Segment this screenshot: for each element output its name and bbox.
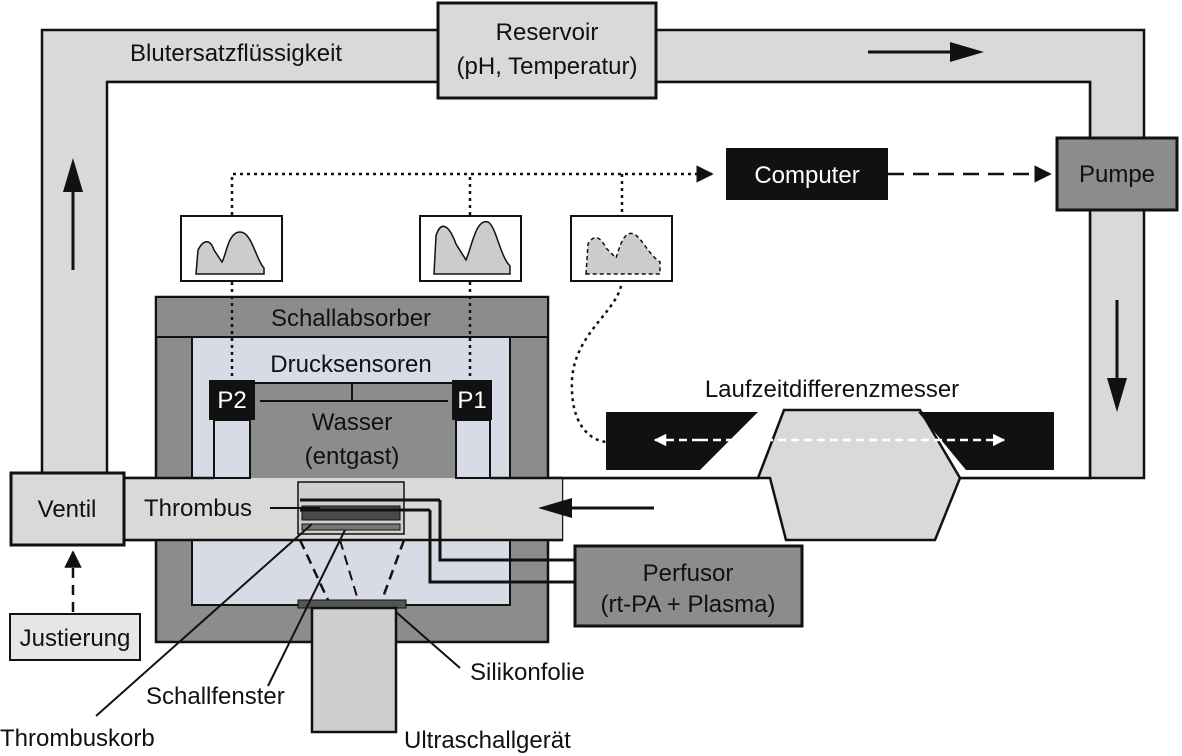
pump-box	[1055, 136, 1179, 212]
adjustment-label: Justierung	[20, 625, 131, 652]
signal-p1-waveform	[419, 215, 522, 282]
flow-arrow-top	[868, 42, 984, 62]
transit-time-label: Laufzeitdifferenzmesser	[705, 376, 959, 403]
ultrasound-device	[310, 606, 398, 734]
flow-waveform-icon	[585, 232, 661, 275]
reservoir-label-2: (pH, Temperatur)	[457, 53, 638, 80]
signal-flow-waveform	[570, 215, 673, 282]
water-label-1: Wasser	[312, 409, 392, 436]
silicone-foil-pointer	[395, 611, 461, 669]
flow-arrow-right	[1107, 300, 1127, 412]
valve-box	[9, 471, 126, 547]
flow-arrow-bottom	[538, 498, 654, 518]
sensor-p1	[452, 380, 492, 420]
thrombus-basket-label: Thrombuskorb	[0, 725, 155, 752]
sensor-p1-label: P1	[457, 387, 486, 414]
absorber-label: Schallabsorber	[271, 305, 431, 332]
pressure-sensors-label: Drucksensoren	[270, 351, 431, 378]
silicone-foil-label: Silikonfolie	[470, 659, 585, 686]
perfusor-label-2: (rt-PA + Plasma)	[601, 591, 776, 618]
sensor-p2-label: P2	[217, 387, 246, 414]
fluid-label: Blutersatzflüssigkeit	[130, 40, 342, 67]
absorber-top-band	[155, 296, 549, 338]
perfusor-label-1: Perfusor	[643, 560, 734, 587]
sound-window-label: Schallfenster	[146, 683, 285, 710]
thrombus-label: Thrombus	[144, 495, 252, 522]
reservoir-box	[436, 1, 658, 100]
adjustment-box	[9, 613, 141, 661]
thrombus-basket-pointer	[95, 523, 313, 717]
water-label-2: (entgast)	[305, 443, 400, 470]
sensor-p2	[209, 380, 255, 420]
computer-box	[726, 148, 888, 200]
valve-label: Ventil	[38, 496, 97, 523]
sound-window-pointer	[267, 529, 346, 687]
perfusor-box	[573, 544, 804, 628]
ultrasound-label: Ultraschallgerät	[404, 727, 571, 754]
sensor-p2-port	[213, 419, 251, 479]
water-chamber-lower	[191, 539, 511, 606]
pump-label: Pumpe	[1079, 161, 1155, 188]
signal-p2-waveform	[180, 215, 283, 282]
pressure-waveform-icon	[433, 221, 511, 275]
flow-arrow-left	[63, 158, 83, 270]
sensor-p1-port	[455, 419, 491, 479]
computer-label: Computer	[754, 162, 859, 189]
reservoir-label-1: Reservoir	[496, 19, 599, 46]
pressure-waveform-icon	[195, 231, 265, 275]
